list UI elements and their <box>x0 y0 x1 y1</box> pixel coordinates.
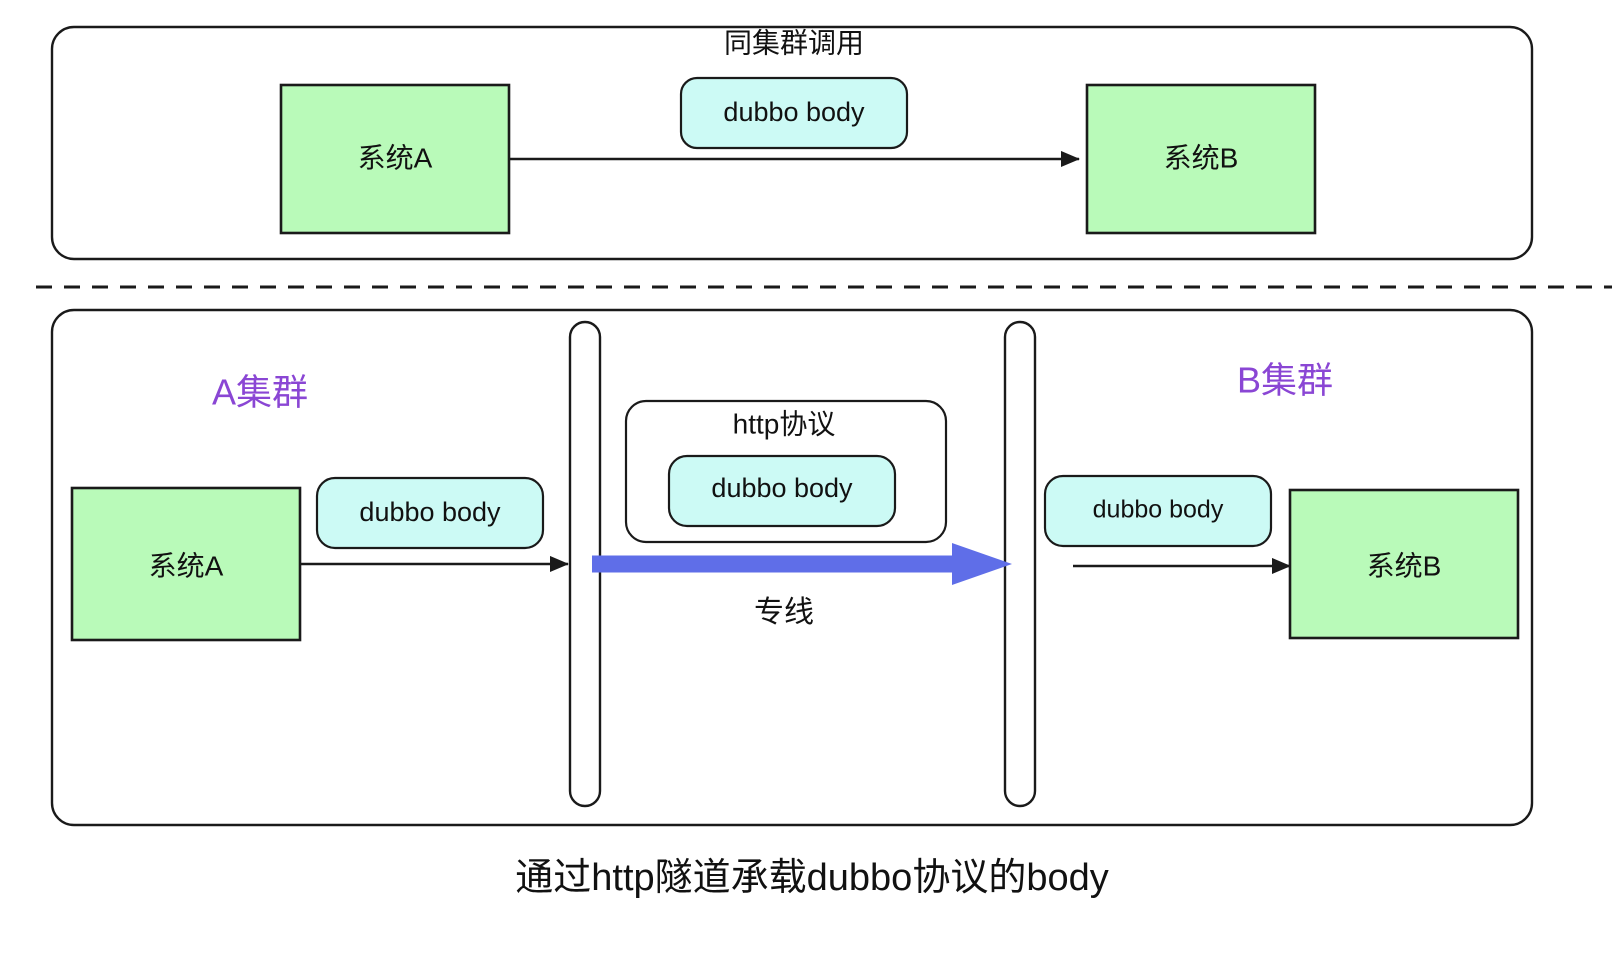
bottom-left-dubbo-body-box <box>315 476 545 550</box>
top-dubbo-body-label: dubbo body <box>723 97 865 127</box>
top-system-a-label: 系统A <box>358 142 433 173</box>
http-protocol-label: http协议 <box>733 408 836 439</box>
dedicated-line-arrow <box>592 543 1012 585</box>
top-system-a-box <box>279 83 511 235</box>
top-system-b-box <box>1085 83 1317 235</box>
tunnel-dubbo-body-box <box>667 454 897 528</box>
top-dubbo-body-box <box>679 76 909 150</box>
dedicated-line-label: 专线 <box>754 596 814 629</box>
bottom-right-dubbo-body-label: dubbo body <box>1093 496 1224 524</box>
bottom-system-b-box <box>1288 488 1520 640</box>
cluster-label-a: A集群 <box>212 372 308 413</box>
diagram-caption: 通过http隧道承载dubbo协议的body <box>515 857 1108 899</box>
bottom-system-b-label: 系统B <box>1367 550 1442 581</box>
bottom-system-a-label: 系统A <box>149 550 224 581</box>
top-panel-group: 同集群调用 系统A dubbo body 系统B <box>50 25 1534 261</box>
tunnel-dubbo-body-label: dubbo body <box>711 473 853 503</box>
bottom-right-dubbo-body-box <box>1043 474 1273 548</box>
bottom-left-dubbo-body-label: dubbo body <box>359 497 501 527</box>
bottom-panel-group: A集群 B集群 系统A dubbo body http协议 dubbo body <box>50 308 1534 827</box>
cluster-label-b: B集群 <box>1237 360 1333 401</box>
top-panel-title: 同集群调用 <box>724 27 864 58</box>
top-system-b-label: 系统B <box>1164 142 1239 173</box>
